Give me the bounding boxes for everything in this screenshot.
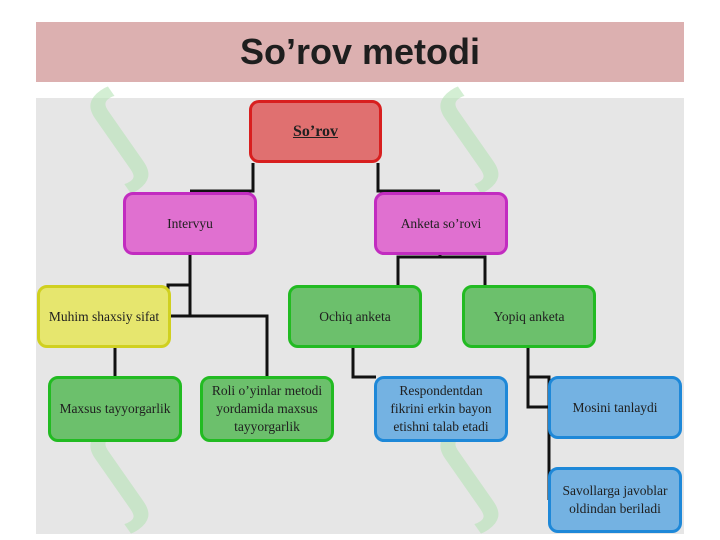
interview-label: Intervyu	[167, 215, 213, 231]
root-node: So’rov	[249, 100, 382, 163]
personal-qualities-node: Muhim shaxsiy sifat	[37, 285, 171, 348]
role-play-training-label: Roli o’yinlar metodi yordamida maxsus ta…	[211, 383, 323, 434]
closed-questionnaire-node: Yopiq anketa	[462, 285, 596, 348]
open-questionnaire-node: Ochiq anketa	[288, 285, 422, 348]
root-label: So’rov	[292, 122, 339, 140]
open-description-node: Respondentdan fikrini erkin bayon etishn…	[374, 376, 508, 442]
slide-title: So’rov metodi	[239, 31, 481, 72]
questionnaire-label: Anketa so’rovi	[400, 215, 482, 231]
closed-answers-label: Savollarga javoblar oldindan beriladi	[562, 483, 668, 516]
role-play-training-node: Roli o’yinlar metodi yordamida maxsus ta…	[200, 376, 334, 442]
closed-questionnaire-label: Yopiq anketa	[493, 308, 565, 324]
closed-choice-label: Mosini tanlaydi	[572, 399, 658, 415]
closed-choice-node: Mosini tanlaydi	[548, 376, 682, 439]
special-training-node: Maxsus tayyorgarlik	[48, 376, 182, 442]
special-training-label: Maxsus tayyorgarlik	[59, 401, 171, 416]
personal-qualities-label: Muhim shaxsiy sifat	[48, 308, 160, 324]
slide-title-bar: So’rov metodi	[36, 22, 684, 82]
interview-node: Intervyu	[123, 192, 257, 255]
closed-answers-node: Savollarga javoblar oldindan beriladi	[548, 467, 682, 533]
open-questionnaire-label: Ochiq anketa	[319, 308, 391, 324]
open-description-label: Respondentdan fikrini erkin bayon etishn…	[390, 383, 492, 434]
questionnaire-node: Anketa so’rovi	[374, 192, 508, 255]
